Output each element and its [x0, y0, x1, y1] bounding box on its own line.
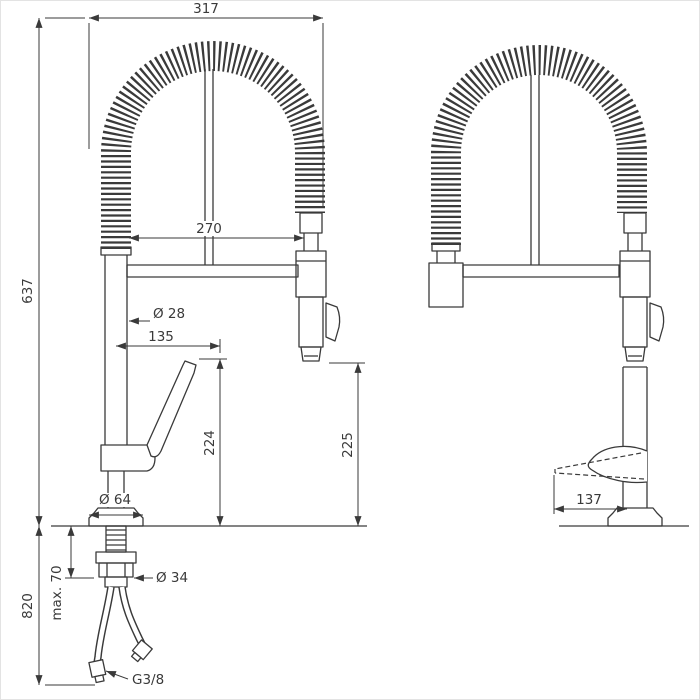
hose-adapter [104, 576, 128, 588]
front-view [51, 41, 367, 684]
dim-label-total-height: 637 [20, 278, 36, 304]
dim-label-handle-height: 224 [202, 430, 218, 456]
dim-label-spout-span: 270 [196, 221, 222, 237]
dim-label-pipe-diameter: Ø 28 [153, 306, 185, 322]
spray-lower-body [622, 296, 648, 348]
mounting-nut [98, 562, 134, 578]
dim-label-hose-length: 820 [20, 593, 36, 619]
handle-housing [100, 444, 156, 472]
dimension-annotations: 317 637 270 Ø 28 135 224 225 Ø 64 820 [20, 1, 627, 688]
shank-threads [106, 529, 126, 551]
spring-coil [431, 45, 647, 245]
spray-trigger [649, 302, 665, 342]
support-bar [462, 264, 620, 278]
handle-swing-dashed [554, 452, 642, 470]
dim-label-shank-diameter: Ø 34 [156, 570, 188, 586]
spray-head [295, 212, 341, 362]
dim-label-spray-height: 225 [340, 432, 356, 458]
mounting-washer [95, 551, 137, 564]
spray-head [619, 212, 665, 362]
spray-connector [299, 212, 323, 234]
leader-connection-thread [105, 670, 129, 680]
dim-label-top-width: 317 [193, 1, 219, 17]
bar-holder-block [428, 262, 464, 308]
dim-label-counter-thickness: max. 70 [49, 565, 65, 620]
spray-nozzle [624, 346, 646, 362]
handle-side-profile [587, 445, 648, 484]
handle-swing-dashed [554, 472, 645, 480]
handle-lever [146, 360, 197, 458]
supply-hose-left [94, 586, 114, 664]
spray-lower-body [298, 296, 324, 348]
supply-hose-right [119, 586, 145, 646]
support-bar [126, 264, 299, 278]
coil-end-ferrule [100, 246, 132, 256]
dim-label-base-diameter: Ø 64 [99, 492, 131, 508]
hose-connector-left [88, 659, 107, 684]
spray-upper-body [295, 250, 327, 298]
base-plate [88, 507, 144, 527]
side-view [428, 45, 689, 527]
spray-connector [623, 212, 647, 234]
spray-upper-body [619, 250, 651, 298]
spray-nozzle [300, 346, 322, 362]
spray-trigger [325, 302, 341, 342]
label-mask [93, 493, 137, 507]
hose-connector-right [130, 639, 153, 663]
label-mask [187, 221, 231, 236]
dim-label-connection-thread: G3/8 [132, 672, 164, 688]
spring-coil [101, 41, 325, 249]
dim-label-side-reach: 137 [576, 492, 602, 508]
base-plate [607, 507, 663, 527]
dim-label-handle-reach: 135 [148, 329, 174, 345]
coil-end-ferrule [431, 242, 461, 252]
